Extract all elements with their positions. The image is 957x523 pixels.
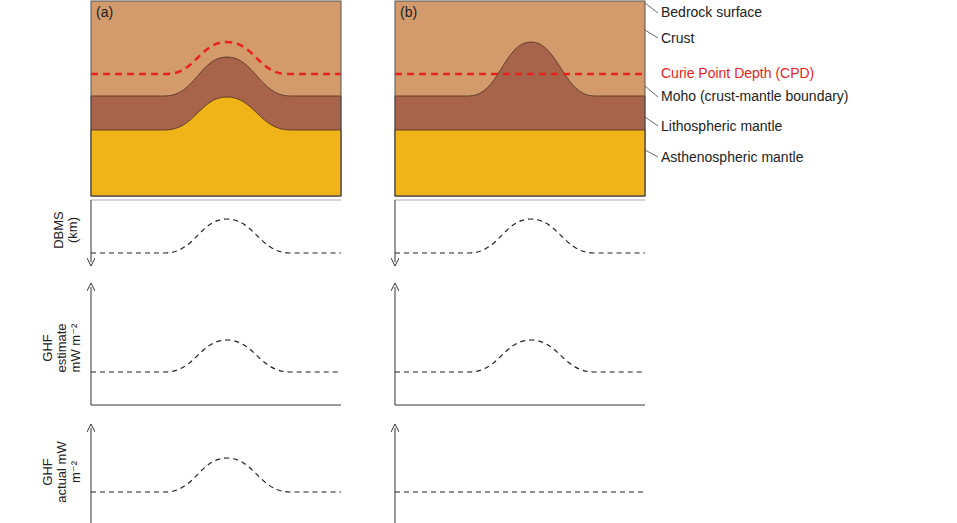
panel-letter: (a) [96,5,113,20]
panel-letter: (b) [400,5,417,20]
cpd-label: Curie Point Depth (CPD) [661,66,814,81]
axis-label: DBMS (km) [52,199,80,261]
graph-axes [91,200,645,523]
panel-b [395,1,645,196]
axis-label: GHF estimate mW m⁻² [41,317,83,379]
graph-curves [91,219,645,492]
panel-a [91,1,341,196]
layer-label: Moho (crust-mantle boundary) [661,89,849,104]
layer-label: Asthenospheric mantle [661,150,803,165]
layer-label: Lithospheric mantle [661,119,782,134]
axis-label: GHF actual mW m⁻² [41,441,83,503]
leader-lines [645,3,658,157]
layer-label: Crust [661,31,694,46]
layer-label: Bedrock surface [661,5,762,20]
